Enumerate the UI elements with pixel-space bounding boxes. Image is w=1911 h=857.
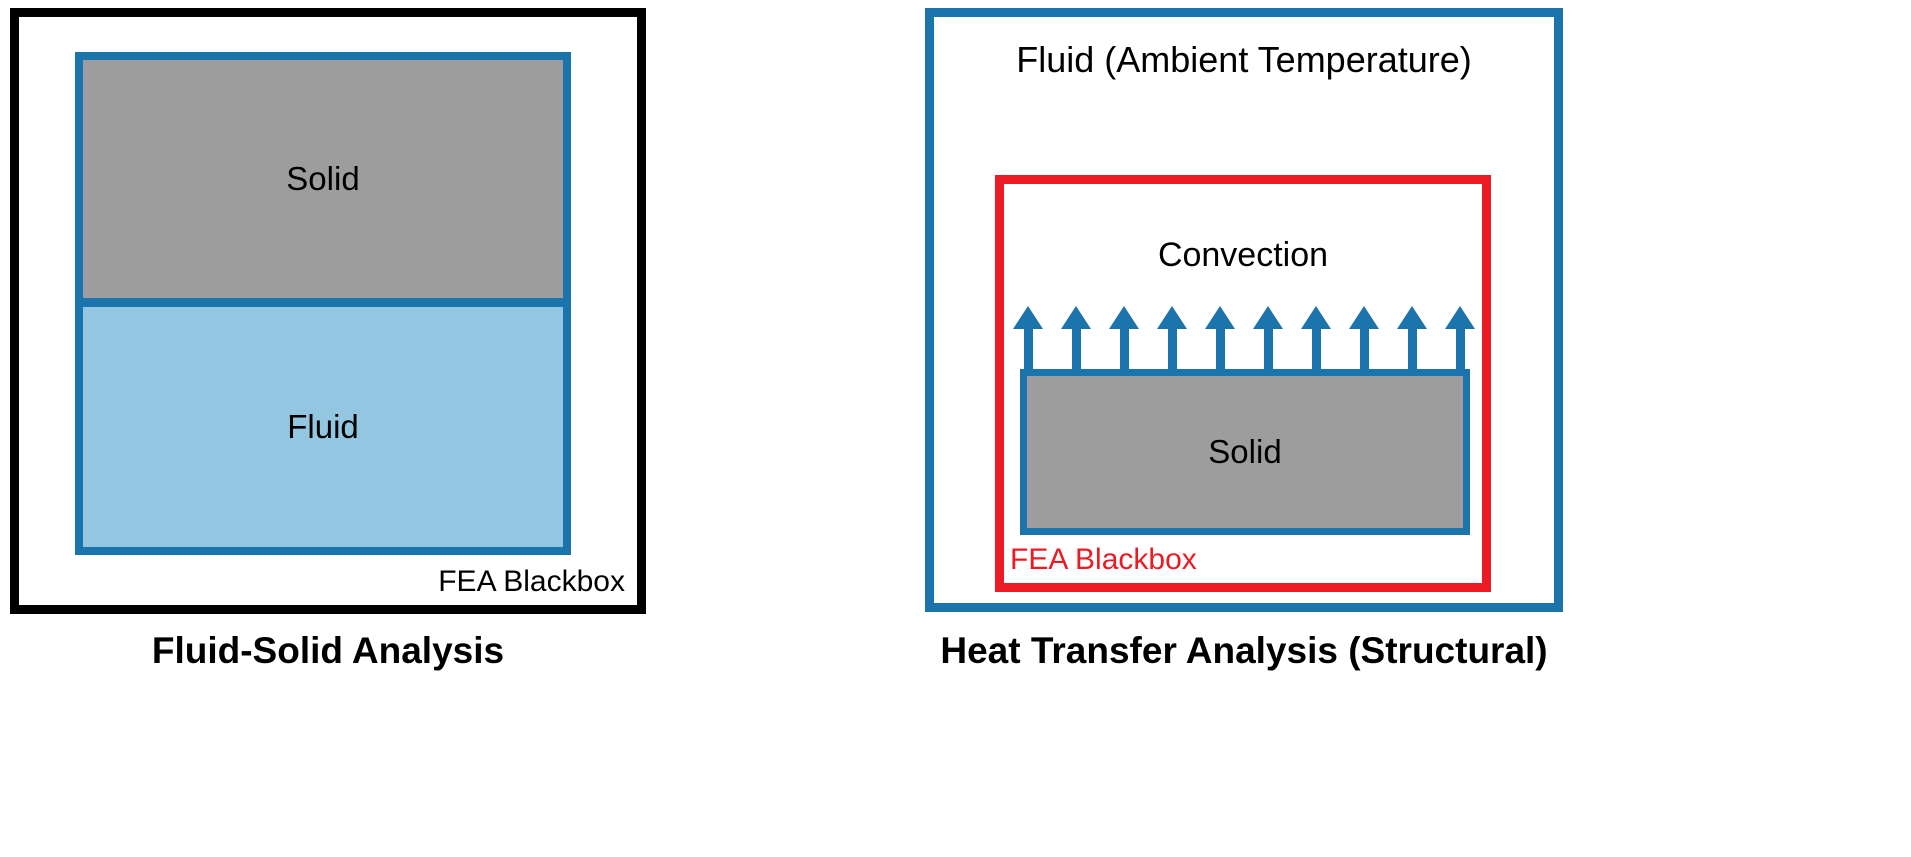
figure-caption-heat-transfer: Heat Transfer Analysis (Structural) <box>940 630 1548 671</box>
solid-region: Solid <box>83 60 563 307</box>
fluid-region: Fluid <box>83 307 563 547</box>
up-arrow-icon <box>1253 306 1283 369</box>
convection-arrows <box>1013 306 1475 369</box>
fluid-region-label: Fluid <box>287 408 359 445</box>
up-arrow-icon <box>1445 306 1475 369</box>
ambient-temperature-label: Fluid (Ambient Temperature) <box>1016 39 1472 80</box>
up-arrow-icon <box>1205 306 1235 369</box>
fluid-ambient-box: Fluid (Ambient Temperature) Convection S… <box>925 8 1563 612</box>
up-arrow-icon <box>1157 306 1187 369</box>
up-arrow-icon <box>1349 306 1379 369</box>
solid-region-label: Solid <box>286 160 360 197</box>
up-arrow-icon <box>1397 306 1427 369</box>
up-arrow-icon <box>1013 306 1043 369</box>
fea-blackbox-label-red: FEA Blackbox <box>1010 543 1197 576</box>
coupled-domain-box: Solid Fluid <box>75 52 571 555</box>
up-arrow-icon <box>1061 306 1091 369</box>
fea-blackbox-red-outline: Convection Solid FEA Blackbox <box>995 175 1491 592</box>
fea-blackbox-label: FEA Blackbox <box>438 565 625 598</box>
figure-caption-fluid-solid: Fluid-Solid Analysis <box>151 630 505 671</box>
up-arrow-icon <box>1301 306 1331 369</box>
solid-block-label: Solid <box>1208 433 1282 470</box>
up-arrow-icon <box>1109 306 1139 369</box>
convection-label: Convection <box>1157 236 1329 274</box>
fea-blackbox-outline: Solid Fluid FEA Blackbox <box>10 8 646 614</box>
solid-block: Solid <box>1020 369 1470 535</box>
